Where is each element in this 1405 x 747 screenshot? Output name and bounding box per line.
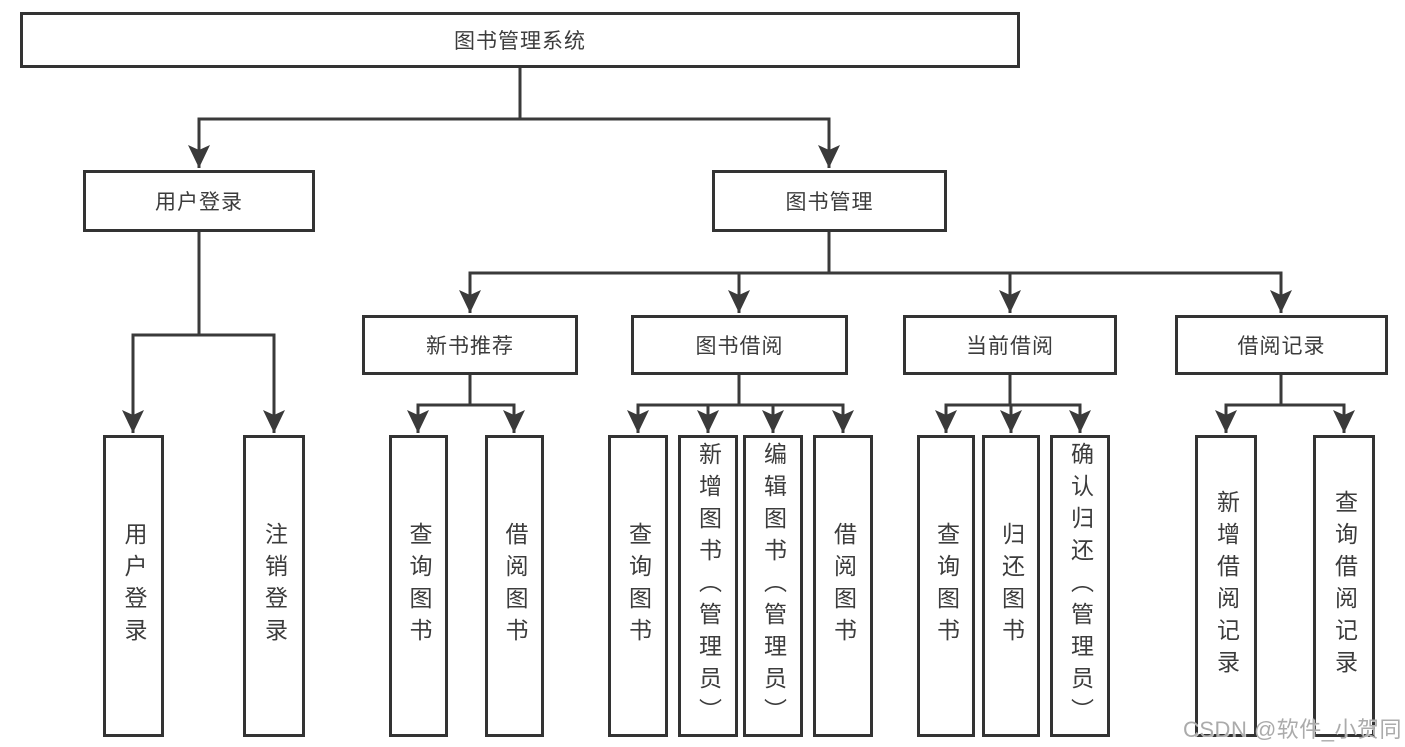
connector-current-borrow-children [935, 375, 1091, 433]
node-user-login-label: 用户登录 [155, 191, 243, 214]
leaf-logout: 注销登录 [243, 435, 305, 737]
leaf-newbooks-query: 查询图书 [389, 435, 448, 737]
leaf-borrow-query-label: 查询图书 [625, 522, 652, 650]
leaf-newbooks-borrow-label: 借阅图书 [502, 522, 528, 650]
leaf-current-query: 查询图书 [917, 435, 975, 737]
node-book-mgmt: 图书管理 [712, 170, 947, 232]
connector-borrow-records-children [1215, 375, 1355, 433]
leaf-borrow-edit-admin-label: 编辑图书（管理员） [760, 442, 787, 730]
node-root-label: 图书管理系统 [454, 30, 586, 53]
leaf-records-add-label: 新增借阅记录 [1213, 490, 1240, 682]
leaf-borrow-edit-admin: 编辑图书（管理员） [743, 435, 803, 737]
leaf-current-return: 归还图书 [982, 435, 1040, 737]
leaf-current-return-label: 归还图书 [998, 522, 1025, 650]
node-root-library-system: 图书管理系统 [20, 12, 1020, 68]
connector-book-mgmt-children [459, 232, 1292, 313]
node-new-books: 新书推荐 [362, 315, 578, 375]
node-borrow-records: 借阅记录 [1175, 315, 1388, 375]
node-current-borrow: 当前借阅 [903, 315, 1117, 375]
leaf-user-login: 用户登录 [103, 435, 164, 737]
leaf-newbooks-query-label: 查询图书 [406, 522, 432, 650]
node-borrow-records-label: 借阅记录 [1237, 335, 1326, 358]
connector-book-borrow-children [627, 375, 854, 433]
leaf-borrow-query: 查询图书 [608, 435, 668, 737]
node-book-borrow-label: 图书借阅 [695, 335, 784, 358]
leaf-user-login-label: 用户登录 [121, 522, 147, 650]
csdn-watermark: CSDN @软件_小贺同学 [1183, 717, 1403, 742]
leaf-borrow-book: 借阅图书 [813, 435, 873, 737]
node-new-books-label: 新书推荐 [426, 335, 514, 358]
leaf-current-confirm-admin: 确认归还（管理员） [1050, 435, 1110, 737]
node-user-login: 用户登录 [83, 170, 315, 232]
node-book-borrow: 图书借阅 [631, 315, 848, 375]
node-current-borrow-label: 当前借阅 [966, 335, 1054, 358]
leaf-borrow-add-admin: 新增图书（管理员） [678, 435, 738, 737]
leaf-current-query-label: 查询图书 [933, 522, 960, 650]
leaf-records-query: 查询借阅记录 [1313, 435, 1375, 737]
leaf-newbooks-borrow: 借阅图书 [485, 435, 544, 737]
connector-new-books-children [407, 375, 525, 433]
connector-user-login-children [122, 232, 285, 433]
leaf-logout-label: 注销登录 [261, 522, 288, 650]
leaf-records-query-label: 查询借阅记录 [1331, 490, 1358, 682]
connector-root-to-level2 [188, 68, 840, 168]
leaf-borrow-add-admin-label: 新增图书（管理员） [695, 442, 722, 730]
node-book-mgmt-label: 图书管理 [785, 191, 874, 214]
leaf-borrow-book-label: 借阅图书 [830, 522, 857, 650]
leaf-current-confirm-admin-label: 确认归还（管理员） [1067, 442, 1094, 730]
leaf-records-add: 新增借阅记录 [1195, 435, 1257, 737]
